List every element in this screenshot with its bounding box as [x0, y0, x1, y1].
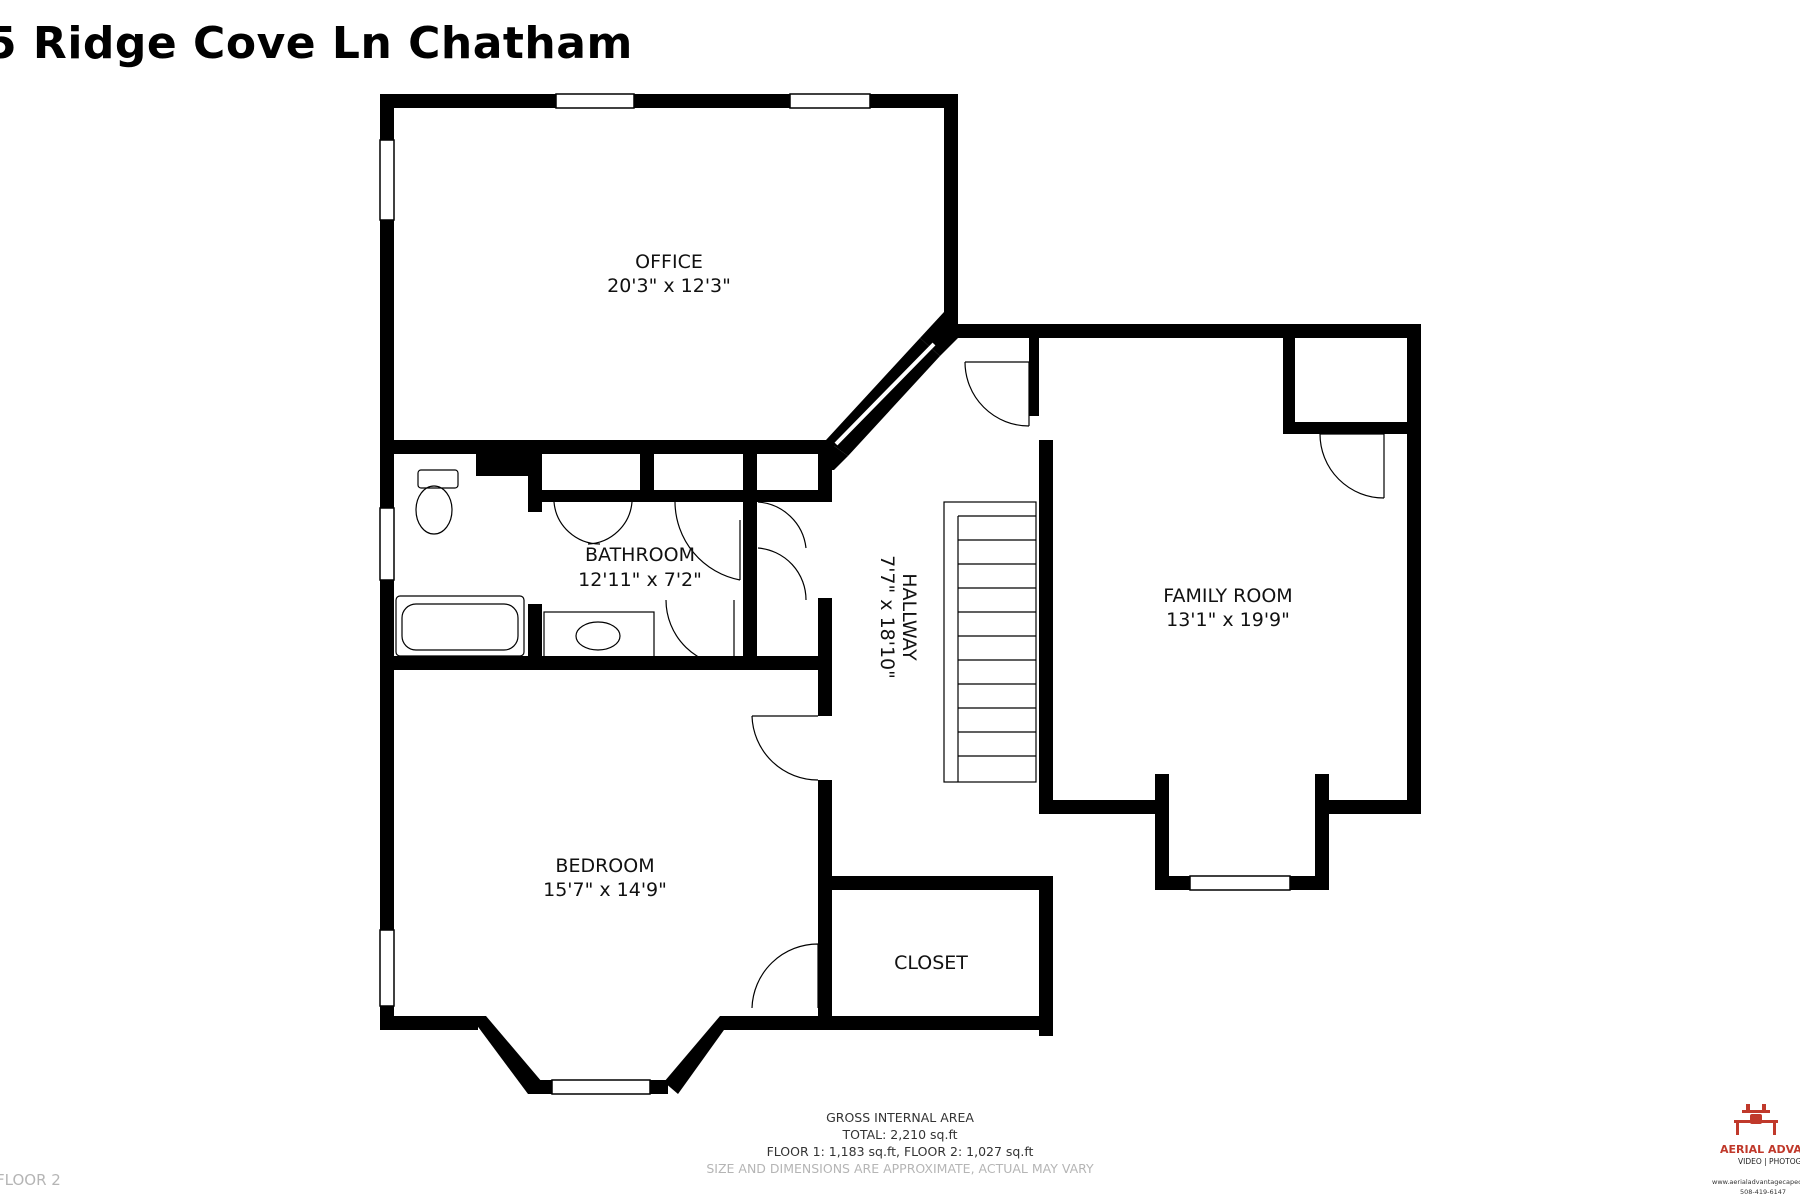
hall-window	[834, 342, 936, 446]
office-name: OFFICE	[635, 251, 703, 273]
family-room-dimensions: 13'1" x 19'9"	[1166, 609, 1290, 631]
closet-name: CLOSET	[894, 952, 968, 974]
logo-name: AERIAL ADVANTAGE	[1720, 1143, 1800, 1156]
office-dimensions: 20'3" x 12'3"	[607, 275, 731, 297]
fixtures	[395, 469, 1037, 783]
logo-website: www.aerialadvantagecapecod.com	[1712, 1178, 1800, 1186]
bathroom-dimensions: 12'11" x 7'2"	[578, 569, 702, 591]
family-room-name: FAMILY ROOM	[1163, 585, 1292, 607]
disclaimer: SIZE AND DIMENSIONS ARE APPROXIMATE, ACT…	[706, 1161, 1094, 1176]
drone-icon	[1734, 1104, 1778, 1135]
room-labels: OFFICE 20'3" x 12'3" BATHROOM 12'11" x 7…	[543, 251, 1293, 974]
logo-tagline: VIDEO | PHOTOGRAPHY	[1738, 1157, 1800, 1166]
bathroom-name: BATHROOM	[585, 544, 695, 566]
windows	[379, 93, 1291, 1095]
area-heading: GROSS INTERNAL AREA	[826, 1110, 974, 1125]
bedroom-name: BEDROOM	[555, 855, 654, 877]
bedroom-dimensions: 15'7" x 14'9"	[543, 879, 667, 901]
stairs	[957, 515, 1036, 782]
floor-tag: FLOOR 2	[0, 1171, 61, 1189]
hallway-name: HALLWAY	[898, 573, 920, 661]
hallway-dimensions: 7'7" x 18'10"	[876, 555, 898, 679]
company-logo: AERIAL ADVANTAGE VIDEO | PHOTOGRAPHY www…	[1700, 1102, 1800, 1200]
area-total: TOTAL: 2,210 sq.ft	[842, 1127, 958, 1142]
doors	[553, 361, 1385, 1009]
area-floors: FLOOR 1: 1,183 sq.ft, FLOOR 2: 1,027 sq.…	[766, 1144, 1034, 1159]
page-title: 5 Ridge Cove Ln Chatham	[0, 18, 633, 69]
logo-phone: 508-419-6147	[1740, 1188, 1787, 1196]
